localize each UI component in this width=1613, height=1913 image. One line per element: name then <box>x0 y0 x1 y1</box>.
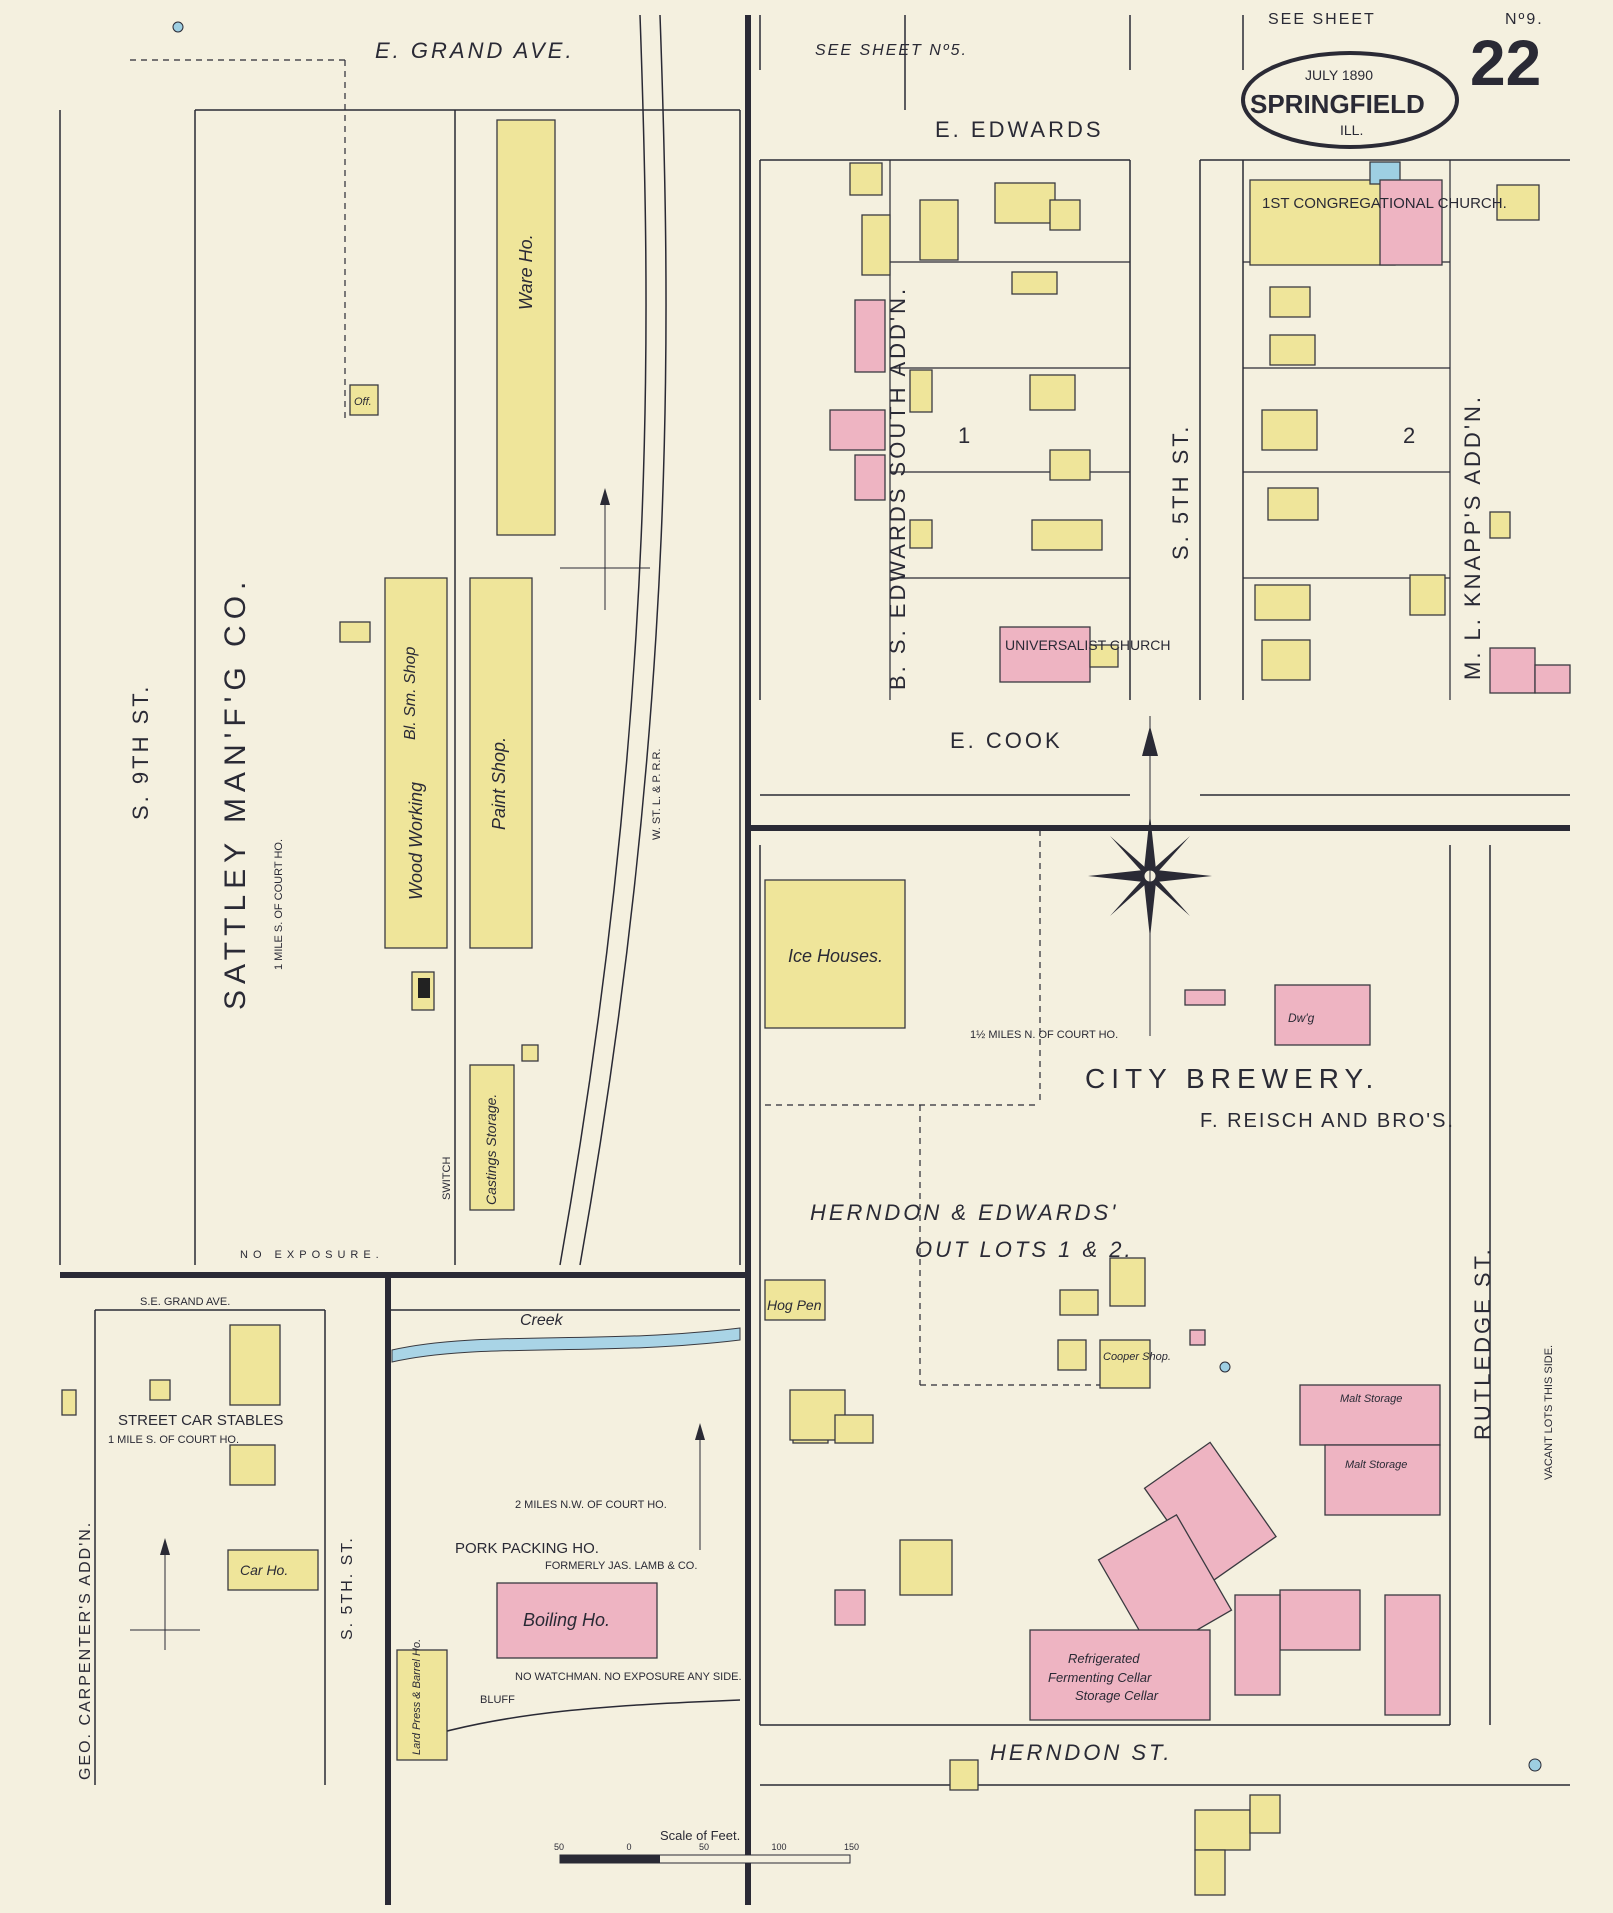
hydrant-icon <box>172 21 184 33</box>
ice-houses-label: Ice Houses. <box>788 946 883 966</box>
hydrant-icon <box>1528 1758 1542 1772</box>
street-rutledge: RUTLEDGE ST. <box>1470 1246 1495 1440</box>
street-herndon: HERNDON ST. <box>990 1740 1173 1765</box>
refrigerated-label: Refrigerated <box>1068 1651 1140 1666</box>
sheet-number: 22 <box>1470 27 1541 99</box>
street-car-note: 1 MILE S. OF COURT HO. <box>108 1434 239 1446</box>
pork-note: 2 MILES N.W. OF COURT HO. <box>515 1499 667 1511</box>
scale-bar <box>559 1854 851 1864</box>
scale-tick-label: 50 <box>699 1842 709 1852</box>
sattley-title: SATTLEY MAN'F'G CO. <box>219 576 252 1010</box>
scale-title: Scale of Feet. <box>660 1828 740 1843</box>
off-label: Off. <box>354 396 372 408</box>
sheet-ref: Nº9. <box>1505 11 1544 28</box>
no-watchman-label: NO WATCHMAN. NO EXPOSURE ANY SIDE. <box>515 1671 742 1683</box>
street-e-cook: E. COOK <box>950 728 1063 753</box>
switch-label: SWITCH <box>441 1157 453 1200</box>
street-s-5th-lower: S. 5TH. ST. <box>339 1536 356 1640</box>
sattley-note: 1 MILE S. OF COURT HO. <box>273 839 285 970</box>
north-arrow-icon <box>130 488 705 1650</box>
see-sheet-5: SEE SHEET Nº5. <box>815 42 968 59</box>
car-ho-label: Car Ho. <box>240 1562 288 1578</box>
map-date: JULY 1890 <box>1305 67 1373 83</box>
pork-former-label: FORMERLY JAS. LAMB & CO. <box>545 1560 697 1572</box>
creek-label: Creek <box>520 1312 564 1329</box>
railroad-label: W. ST. L. & P. R.R. <box>651 749 663 841</box>
street-e-edwards: E. EDWARDS <box>935 117 1104 142</box>
creek <box>391 1327 741 1363</box>
street-car-label: STREET CAR STABLES <box>118 1412 283 1429</box>
street-s-5th: S. 5TH ST. <box>1168 424 1193 560</box>
out-lots-label: OUT LOTS 1 & 2. <box>915 1237 1134 1262</box>
scale-tick-label: 0 <box>627 1842 632 1852</box>
block-2-buildings <box>1249 161 1571 694</box>
street-s-e-grand: S.E. GRAND AVE. <box>140 1296 230 1308</box>
addn-knapps: M. L. KNAPP'S ADD'N. <box>1460 394 1485 680</box>
scale-ticks: 50 0 50 100 150 <box>554 1842 859 1852</box>
fermenting-label: Fermenting Cellar <box>1048 1670 1152 1685</box>
owners-dwg-label: Dw'g <box>1288 1011 1315 1025</box>
vacant-label: VACANT LOTS THIS SIDE. <box>1543 1345 1555 1480</box>
scale-tick-label: 100 <box>772 1842 787 1852</box>
city-brewery-label: CITY BREWERY. <box>1085 1063 1379 1094</box>
see-sheet-top: SEE SHEET <box>1268 11 1376 28</box>
title-cartouche <box>1241 51 1459 149</box>
addn-edwards-south: B. S. EDWARDS SOUTH ADD'N. <box>885 286 910 690</box>
malt-storage-1: Malt Storage <box>1340 1393 1402 1405</box>
reisch-label: F. REISCH AND BRO'S. <box>1200 1110 1455 1132</box>
herndon-edwards-label: HERNDON & EDWARDS' <box>810 1200 1118 1225</box>
bl-sm-shop-label: Bl. Sm. Shop <box>402 647 419 740</box>
bluff-label: BLUFF <box>480 1694 515 1706</box>
block-1-buildings <box>829 162 1119 683</box>
universalist-label: UNIVERSALIST CHURCH <box>1005 637 1170 653</box>
wood-working-label: Wood Working <box>406 782 426 900</box>
addn-carpenter: GEO. CARPENTER'S ADD'N. <box>77 1521 94 1780</box>
hydrant-icon <box>1219 1361 1231 1373</box>
boiling-ho-label: Boiling Ho. <box>523 1610 610 1630</box>
brewery-note: 1½ MILES N. OF COURT HO. <box>970 1029 1118 1041</box>
no-exposure-label: NO EXPOSURE. <box>240 1249 384 1261</box>
castings-label: Castings Storage. <box>483 1094 499 1205</box>
malt-storage-2: Malt Storage <box>1345 1459 1407 1471</box>
sattley-buildings <box>339 119 556 1211</box>
paint-shop-label: Paint Shop. <box>489 737 509 830</box>
congregational-label: 1ST CONGREGATIONAL CHURCH. <box>1262 195 1507 212</box>
pork-label: PORK PACKING HO. <box>455 1540 599 1557</box>
compass-rose-icon <box>1088 716 1212 1036</box>
lard-label: Lard Press & Barrel Ho. <box>411 1639 423 1755</box>
brewery-buildings <box>764 879 1441 1896</box>
scale-tick-label: 50 <box>554 1842 564 1852</box>
street-car-buildings <box>61 1324 658 1761</box>
storage-cellar-label: Storage Cellar <box>1075 1688 1159 1703</box>
hog-pen-label: Hog Pen <box>767 1297 822 1313</box>
block-1-number: 1 <box>958 423 970 448</box>
map-city: SPRINGFIELD <box>1250 89 1425 119</box>
street-e-grand: E. GRAND AVE. <box>375 38 575 63</box>
map-state: ILL. <box>1340 122 1363 138</box>
ware-ho-label: Ware Ho. <box>516 234 536 310</box>
block-2-number: 2 <box>1403 423 1415 448</box>
street-s-9th: S. 9TH ST. <box>128 684 153 820</box>
cooper-label: Cooper Shop. <box>1103 1351 1171 1363</box>
scale-tick-label: 150 <box>844 1842 859 1852</box>
